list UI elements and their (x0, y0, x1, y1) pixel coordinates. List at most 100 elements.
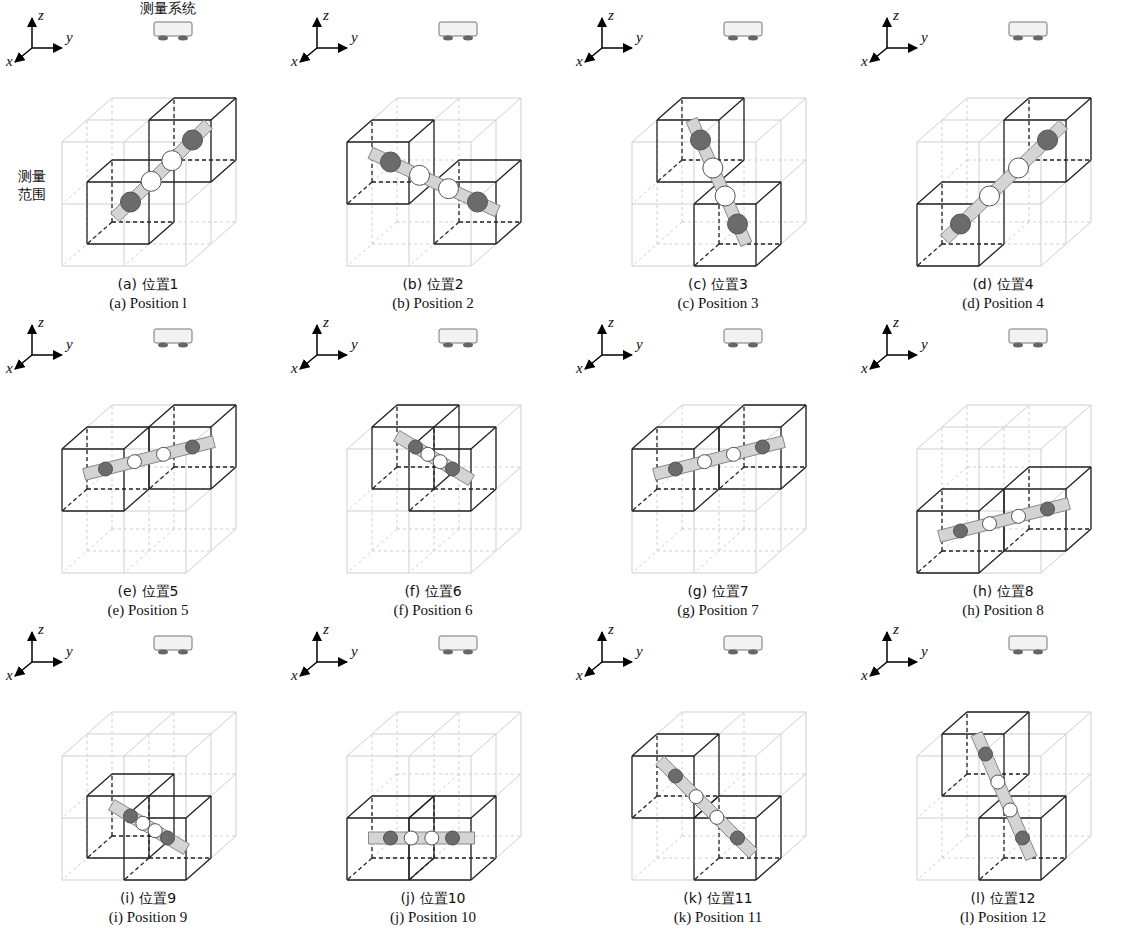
range-cube-edge (917, 265, 979, 266)
range-cube-edge (471, 427, 496, 449)
grid-line (471, 712, 521, 756)
range-cube-edge (149, 774, 174, 796)
grid-line (1041, 712, 1091, 756)
range-cube-edge (1066, 529, 1091, 551)
axis-label: z (608, 313, 614, 331)
range-cube-edge (917, 572, 979, 573)
range-cube-edge (408, 818, 409, 880)
target-sphere (410, 165, 430, 185)
grid-line (87, 120, 211, 121)
range-cube-edge (1029, 159, 1091, 160)
target-sphere (1016, 831, 1030, 845)
grid-line (186, 529, 236, 573)
axis-arrow (300, 355, 317, 369)
range-cube-edge (1004, 467, 1029, 489)
measurement-device (724, 329, 762, 343)
target-sphere (1012, 509, 1026, 523)
grid-line (471, 98, 521, 142)
position-panel (15, 325, 236, 573)
range-cube-edge (124, 879, 186, 880)
range-cube-edge (149, 795, 211, 796)
range-cube-edge (631, 756, 632, 818)
grid-line (87, 427, 211, 428)
range-cube-edge (718, 734, 719, 796)
caption-chinese: (i) 位置9 (48, 890, 248, 907)
range-cube-edge (409, 489, 434, 511)
target-sphere (421, 447, 435, 461)
axis-arrow (870, 355, 887, 369)
target-sphere (983, 517, 997, 531)
position-panel (585, 325, 806, 573)
range-cube-edge (681, 98, 682, 160)
grid-line (756, 98, 806, 142)
range-cube-edge (372, 857, 434, 858)
axis-arrow (585, 662, 602, 676)
range-cube-edge (434, 243, 496, 244)
range-cube-edge (408, 449, 409, 511)
axis-label: z (323, 620, 329, 638)
caption-chinese: (c) 位置3 (618, 276, 818, 293)
axis-arrow (887, 354, 917, 356)
range-cube-edge (1004, 529, 1029, 551)
target-sphere (186, 440, 200, 454)
range-cube-edge (434, 488, 496, 489)
sensor-foot (728, 650, 738, 655)
range-cube-edge (979, 244, 1004, 266)
axis-arrow (300, 662, 317, 676)
axis-label: y (66, 335, 73, 353)
target-sphere (715, 186, 735, 206)
axis-label: x (291, 666, 298, 684)
grid-line (211, 120, 212, 244)
target-sphere (124, 809, 138, 823)
grid-line (917, 818, 1041, 819)
axis-label: z (38, 6, 44, 24)
grid-line (979, 449, 980, 573)
grid-line (496, 120, 497, 244)
axis-arrow (32, 661, 62, 663)
axis-label: x (576, 52, 583, 70)
axis-arrow (317, 354, 347, 356)
sensor-foot (178, 36, 188, 41)
caption-chinese: (b) 位置2 (333, 276, 533, 293)
range-cube-edge (1029, 97, 1091, 98)
grid-line (632, 818, 756, 819)
range-cube-edge (62, 489, 87, 511)
range-cube-edge (87, 426, 149, 427)
sensor-foot (443, 36, 453, 41)
target-sphere (161, 831, 175, 845)
position-panel (300, 632, 521, 880)
target-sphere (1041, 502, 1055, 516)
grid-line (87, 427, 88, 551)
grid-line (409, 449, 410, 573)
range-cube-edge (632, 755, 694, 756)
range-cube-edge (409, 796, 434, 818)
grid-line (756, 712, 806, 756)
range-cube-edge (397, 404, 459, 405)
grid-line (1041, 756, 1042, 880)
range-cube-edge (149, 119, 211, 120)
target-sphere (980, 186, 1000, 206)
grid-line (397, 405, 398, 529)
target-sphere (446, 462, 460, 476)
range-cube-edge (408, 818, 409, 880)
grid-line (186, 449, 187, 573)
range-cube-edge (124, 858, 149, 880)
axis-label: z (893, 313, 899, 331)
range-cube-edge (967, 711, 1029, 712)
range-cube-edge (1004, 488, 1066, 489)
range-cube-edge (1004, 712, 1029, 734)
range-cube-edge (346, 818, 347, 880)
range-cube-edge (1040, 818, 1041, 880)
target-sphere (669, 769, 683, 783)
grid-line (1041, 405, 1091, 449)
grid-line (186, 712, 236, 756)
caption-english: (a) Position l (48, 294, 248, 312)
target-sphere (183, 130, 203, 150)
range-cube-edge (112, 773, 174, 774)
range-cube-edge (471, 796, 496, 818)
grid-line (124, 712, 174, 756)
range-cube-edge (496, 160, 521, 182)
range-cube-edge (1066, 467, 1091, 489)
range-cube-edge (719, 243, 781, 244)
range-cube-edge (409, 796, 434, 818)
